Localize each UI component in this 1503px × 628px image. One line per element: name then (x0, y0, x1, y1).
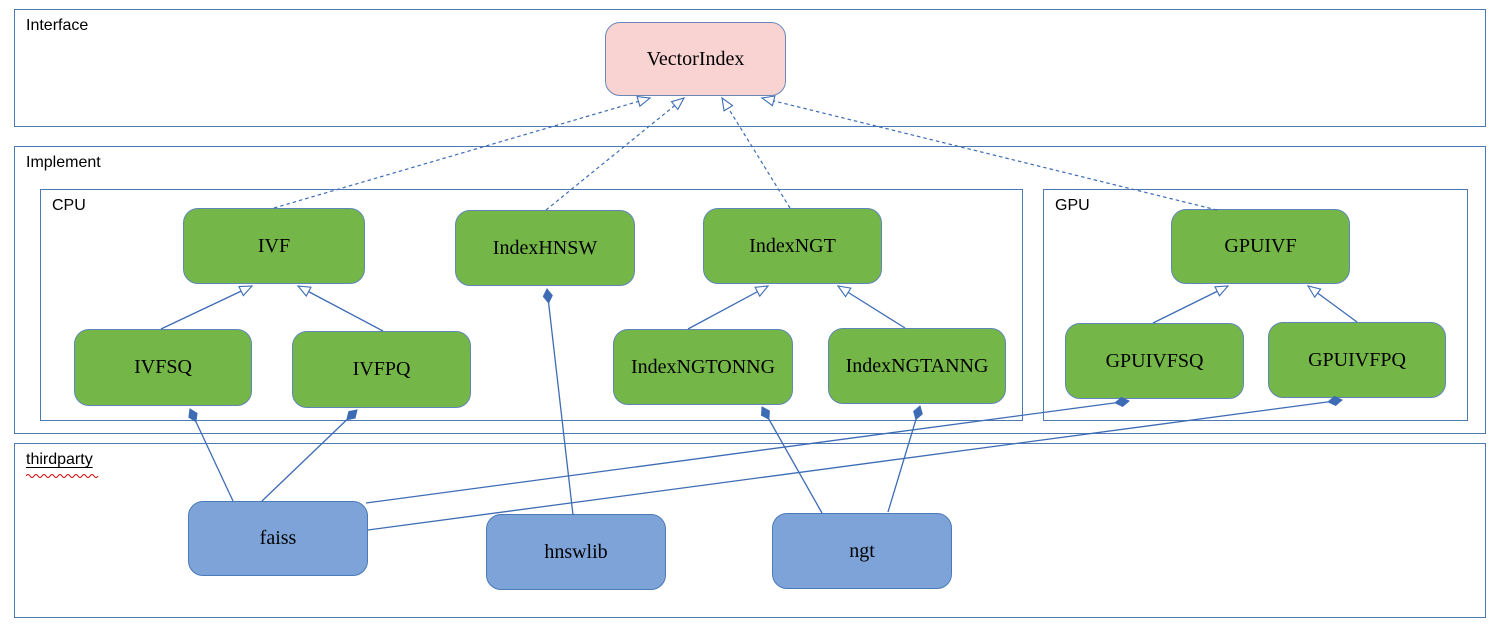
node-ngt-label: ngt (849, 539, 875, 562)
node-indexngtanng[interactable]: IndexNGTANNG (828, 328, 1006, 404)
node-indexhnsw[interactable]: IndexHNSW (455, 210, 635, 286)
container-implement-label: Implement (26, 154, 101, 171)
node-ivfpq[interactable]: IVFPQ (292, 331, 471, 408)
node-ivfsq[interactable]: IVFSQ (74, 329, 252, 406)
node-hnswlib[interactable]: hnswlib (486, 514, 666, 590)
node-gpuivf[interactable]: GPUIVF (1171, 209, 1350, 284)
spellcheck-squiggle-icon (26, 473, 99, 478)
container-thirdparty-label: thirdparty (26, 451, 93, 468)
container-cpu-label: CPU (52, 197, 86, 214)
node-gpuivf-label: GPUIVF (1224, 235, 1297, 257)
node-indexngt-label: IndexNGT (749, 234, 836, 257)
node-ivfsq-label: IVFSQ (134, 356, 192, 378)
node-hnswlib-label: hnswlib (544, 540, 608, 563)
node-indexngtonng-label: IndexNGTONNG (630, 355, 776, 378)
node-vectorindex[interactable]: VectorIndex (605, 22, 786, 96)
node-vectorindex-label: VectorIndex (646, 47, 745, 70)
node-ivf-label: IVF (257, 234, 291, 257)
node-ivf[interactable]: IVF (183, 208, 365, 284)
node-faiss-label: faiss (259, 527, 297, 549)
node-indexhnsw-label: IndexHNSW (492, 236, 598, 259)
container-gpu-label: GPU (1055, 197, 1090, 214)
node-indexngt[interactable]: IndexNGT (703, 208, 882, 284)
node-ngt[interactable]: ngt (772, 513, 952, 589)
node-gpuivfpq-label: GPUIVFPQ (1308, 348, 1406, 371)
node-faiss[interactable]: faiss (188, 501, 368, 576)
node-gpuivfpq[interactable]: GPUIVFPQ (1268, 322, 1446, 398)
node-gpuivfsq-label: GPUIVFSQ (1105, 349, 1204, 372)
node-gpuivfsq[interactable]: GPUIVFSQ (1065, 323, 1244, 399)
node-indexngtonng[interactable]: IndexNGTONNG (613, 329, 793, 405)
node-indexngtanng-label: IndexNGTANNG (845, 354, 989, 377)
node-ivfpq-label: IVFPQ (352, 358, 411, 380)
container-interface-label: Interface (26, 17, 89, 34)
